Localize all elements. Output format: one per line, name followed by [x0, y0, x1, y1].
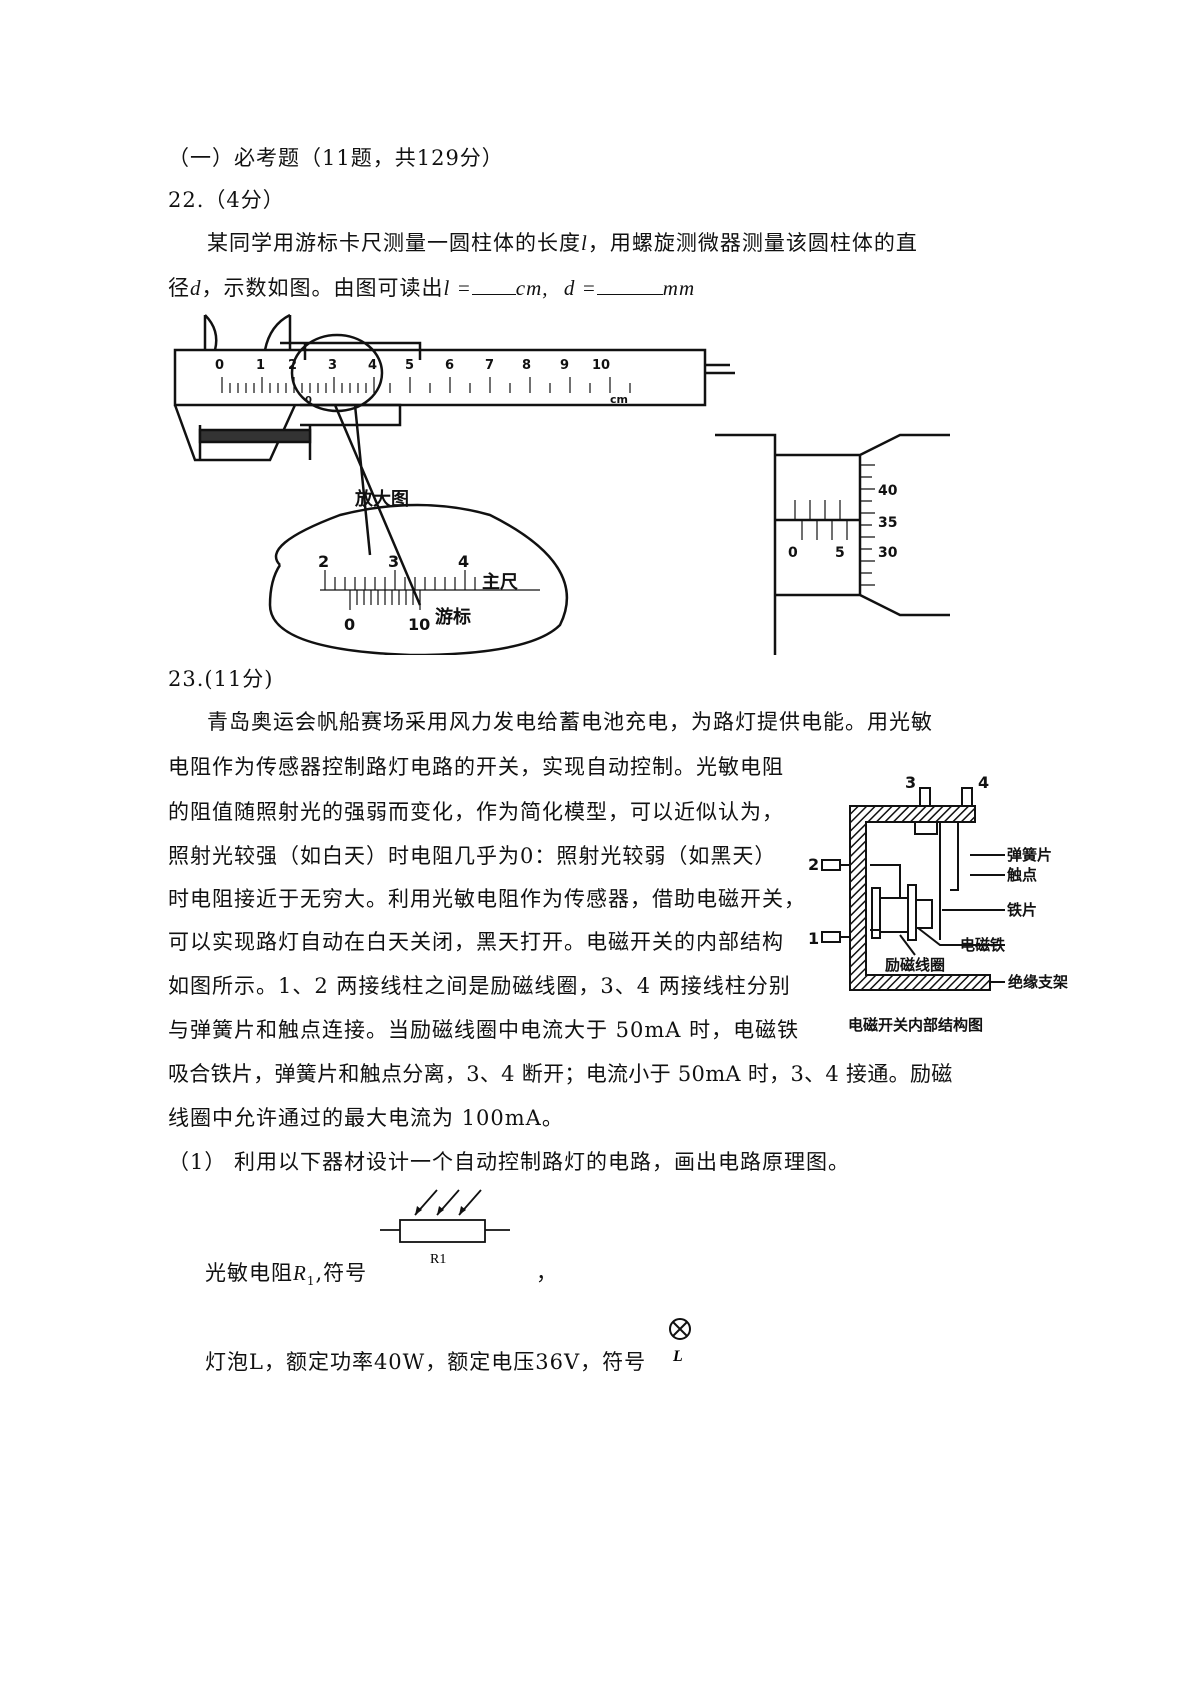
caliper-label-2: 2 [288, 358, 297, 373]
text: ，示数如图。由图可读出 [201, 276, 444, 300]
lamp-symbol-label: L [672, 1348, 683, 1365]
photoresistor-symbol: R1 [380, 1189, 510, 1267]
caliper-label-4: 4 [368, 358, 377, 373]
caliper-label-9: 9 [560, 358, 569, 373]
q23-line: 的阻值随照射光的强弱而变化，作为简化模型，可以近似认为， [168, 800, 784, 824]
eq-d: d = [563, 276, 597, 300]
q23-line: 与弹簧片和触点连接。当励磁线圈中电流大于 50mA 时，电磁铁 [168, 1018, 800, 1042]
text: ，用螺旋测微器测量该圆柱体的直 [587, 231, 918, 255]
var-r: R [293, 1261, 307, 1285]
q22-line2: 径d，示数如图。由图可读出l = cm, d = mm [168, 273, 695, 303]
text: 某同学用游标卡尺测量一圆柱体的长度 [207, 231, 581, 255]
vernier-10: 10 [408, 615, 430, 634]
text: 光敏电阻 [205, 1261, 293, 1285]
q22-line1: 某同学用游标卡尺测量一圆柱体的长度l，用螺旋测微器测量该圆柱体的直 [207, 228, 918, 258]
thimble-35: 35 [878, 515, 897, 531]
eq-l: l = [443, 276, 472, 300]
text: ,符号 [315, 1261, 368, 1285]
item-lamp: 灯泡L，额定功率40W，额定电压36V，符号 [205, 1350, 647, 1374]
terminal-3: 3 [905, 773, 916, 792]
mag-label-2: 2 [318, 552, 329, 571]
caliper-label-3: 3 [328, 358, 337, 373]
q23-line: 可以实现路灯自动在白天关闭，黑天打开。电磁开关的内部结构 [168, 930, 784, 954]
caliper-unit: cm [610, 393, 628, 406]
unit-mm: mm [662, 276, 696, 300]
q23-line: 线圈中允许通过的最大电流为 100mA。 [168, 1106, 564, 1130]
caliper-label-1: 1 [256, 358, 265, 373]
sleeve-0: 0 [788, 545, 798, 561]
q23-line: 青岛奥运会帆船赛场采用风力发电给蓄电池充电，为路灯提供电能。用光敏 [207, 710, 933, 734]
magnified-title: 放大图 [354, 488, 409, 510]
caliper-label-8: 8 [522, 358, 531, 373]
q22-number: 22.（4分） [168, 188, 285, 212]
q23-line: 吸合铁片，弹簧片和触点分离，3、4 断开；电流小于 50mA 时，3、4 接通。… [168, 1062, 953, 1086]
label-spring: 弹簧片 [1007, 846, 1052, 864]
caliper-label-7: 7 [485, 358, 494, 373]
mag-label-4: 4 [458, 552, 469, 571]
q23-number: 23.(11分) [168, 667, 274, 691]
q23-line: 照射光较强（如白天）时电阻几乎为0：照射光较弱（如黑天） [168, 844, 777, 868]
label-support: 绝缘支架 [1008, 973, 1068, 991]
electromagnetic-switch-figure: 3 4 2 1 弹簧片 触点 铁片 电磁铁 励磁线圈 绝缘支架 电磁开关内部结构… [808, 773, 1068, 1034]
sleeve-5: 5 [835, 545, 845, 561]
q23-line: 电阻作为传感器控制路灯电路的开关，实现自动控制。光敏电阻 [168, 755, 784, 779]
var-l: l [581, 231, 588, 255]
label-coil: 励磁线圈 [885, 956, 945, 974]
terminal-1: 1 [808, 929, 819, 948]
lamp-symbol: L [669, 1318, 691, 1365]
text: 径 [168, 276, 190, 300]
section-heading: （一）必考题（11题，共129分） [168, 146, 504, 170]
label-contact: 触点 [1007, 866, 1037, 884]
caliper-label-6: 6 [445, 358, 454, 373]
var-d: d [190, 276, 202, 300]
r1-symbol-label: R1 [430, 1252, 446, 1267]
vernier-label: 游标 [435, 606, 471, 628]
thimble-30: 30 [878, 545, 898, 561]
comma: ， [536, 1261, 558, 1285]
caliper-label-10: 10 [592, 358, 610, 373]
answer-blank-l[interactable] [471, 274, 516, 295]
caliper-micrometer-figure: 0 1 2 3 4 5 6 7 8 9 10 cm 0 放大图 2 3 4 主尺… [173, 313, 950, 655]
subscript: 1 [306, 1274, 316, 1289]
vernier-zero: 0 [305, 395, 312, 406]
terminal-2: 2 [808, 855, 819, 874]
q23-line: 时电阻接近于无穷大。利用光敏电阻作为传感器，借助电磁开关， [168, 887, 806, 911]
caliper-ticks [221, 377, 875, 610]
caliper-label-5: 5 [405, 358, 414, 373]
vernier-0: 0 [344, 615, 355, 634]
thimble-40: 40 [878, 483, 898, 499]
caliper-label-0: 0 [215, 358, 224, 373]
label-electromagnet: 电磁铁 [960, 936, 1005, 954]
unit-cm: cm, [515, 276, 549, 300]
main-scale-label: 主尺 [482, 571, 518, 593]
q23-line: 如图所示。1、2 两接线柱之间是励磁线圈，3、4 两接线柱分别 [168, 974, 791, 998]
mag-label-3: 3 [388, 552, 399, 571]
q23-part1: （1） 利用以下器材设计一个自动控制路灯的电路，画出电路原理图。 [168, 1150, 851, 1174]
label-iron: 铁片 [1007, 901, 1037, 919]
answer-blank-d[interactable] [596, 274, 663, 295]
terminal-4: 4 [978, 773, 989, 792]
item-photoresistor: 光敏电阻R1,符号 [205, 1258, 367, 1296]
figure-caption: 电磁开关内部结构图 [848, 1016, 983, 1034]
